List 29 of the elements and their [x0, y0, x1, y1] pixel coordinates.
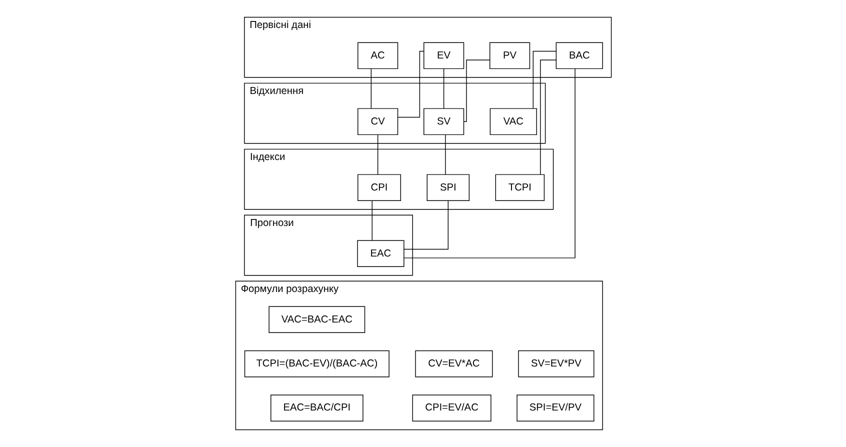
node-box: SPI=EV/PV [516, 394, 594, 422]
node-box: CPI=EV/AC [412, 394, 491, 422]
node-box: SV=EV*PV [518, 350, 594, 378]
connector [370, 68, 372, 109]
node-box: VAC=BAC-EAC [268, 306, 365, 333]
connector [403, 68, 575, 258]
node-box: CV=EV*AC [414, 350, 492, 378]
node-box: TCPI=(BAC-EV)/(BAC-AC) [244, 350, 389, 378]
connector [444, 134, 446, 175]
connector [442, 68, 444, 109]
node-box: SV [423, 108, 464, 136]
node-box: EV [423, 42, 464, 70]
node-box: CV [357, 108, 398, 136]
connector [396, 50, 424, 118]
connector [540, 60, 556, 175]
connector [371, 200, 372, 241]
node-box: SPI [426, 174, 470, 202]
connector [532, 50, 556, 109]
node-box: AC [357, 42, 398, 70]
node-box: TCPI [494, 174, 544, 202]
connector [463, 60, 490, 122]
node-box: EAC [356, 240, 404, 267]
connector [376, 134, 378, 175]
node-box: VAC [489, 108, 536, 136]
node-box: PV [488, 42, 530, 70]
node-box: EAC=BAC/CPI [270, 394, 363, 422]
node-box: BAC [555, 42, 602, 70]
connector [403, 200, 448, 250]
node-box: CPI [357, 174, 401, 202]
